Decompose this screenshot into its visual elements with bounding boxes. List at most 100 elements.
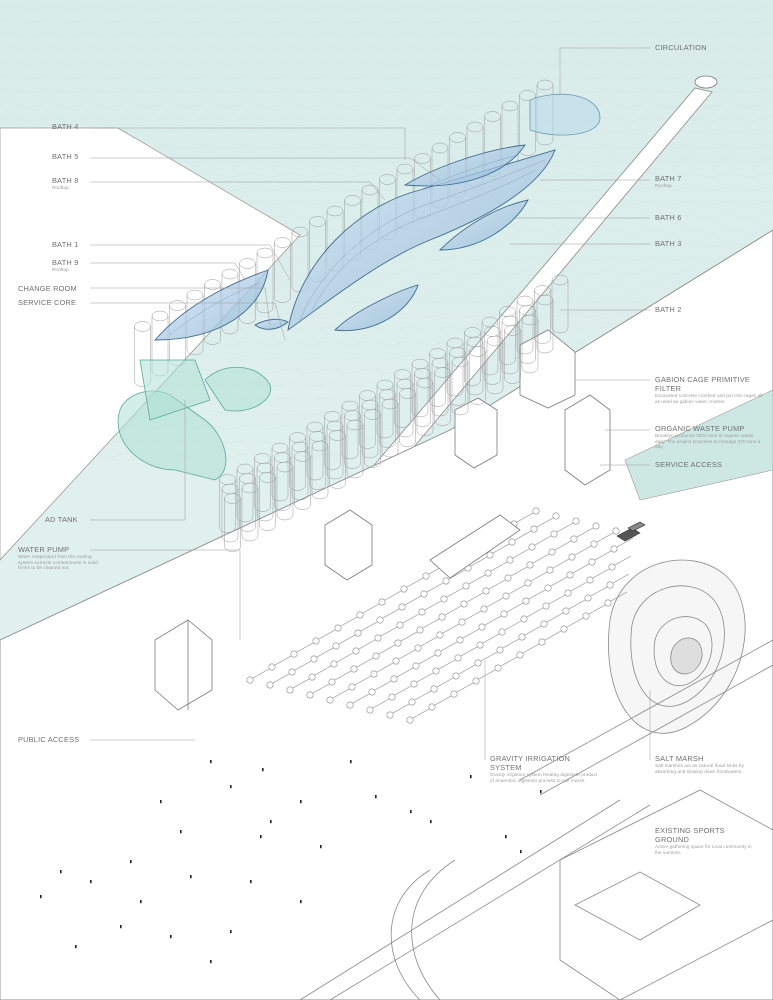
irrigation-link (338, 634, 356, 645)
person-dot (320, 845, 322, 849)
tank-bottom (311, 493, 329, 500)
irrigation-link (440, 641, 458, 652)
tank-bottom (521, 367, 539, 374)
irrigation-link (400, 631, 418, 642)
irrigation-link (568, 599, 586, 610)
irrigation-node (290, 650, 298, 658)
irrigation-node (456, 636, 464, 644)
tank-bottom (551, 327, 569, 334)
irrigation-link (546, 612, 564, 623)
irrigation-link (468, 574, 486, 585)
irrigation-node (452, 672, 460, 680)
tank-bottom (449, 400, 466, 406)
irrigation-link (336, 652, 354, 663)
irrigation-node (430, 685, 438, 693)
tank-bottom (501, 368, 519, 375)
irrigation-link (508, 584, 526, 595)
irrigation-link (394, 685, 412, 696)
irrigation-node (474, 659, 482, 667)
irrigation-node (388, 693, 396, 701)
person-dot (250, 880, 252, 884)
person-dot (540, 790, 542, 794)
people-dots (40, 760, 542, 964)
irrigation-link (534, 535, 552, 546)
person-dot (260, 835, 262, 839)
tank-bottom (306, 474, 324, 481)
irrigation-link (356, 657, 374, 668)
tank-bottom (364, 462, 381, 468)
irrigation-link (354, 675, 372, 686)
irrigation-node (484, 569, 492, 577)
label-bath-6: BATH 6 (655, 213, 682, 222)
irrigation-node (586, 576, 594, 584)
tank-bottom (499, 359, 516, 365)
circulation-node (694, 75, 718, 89)
tank-bottom (276, 514, 294, 521)
irrigation-link (362, 603, 380, 614)
tank-bottom (399, 441, 416, 447)
irrigation-link (420, 636, 438, 647)
irrigation-node (288, 668, 296, 676)
irrigation-link (384, 590, 402, 601)
irrigation-node (408, 698, 416, 706)
tank-bottom (289, 485, 306, 491)
tank-bottom (291, 494, 309, 501)
irrigation-link (392, 703, 410, 714)
irrigation-link (332, 688, 350, 699)
person-dot (350, 760, 352, 764)
irrigation-link (516, 512, 534, 523)
irrigation-node (546, 566, 554, 574)
label-bath-2: BATH 2 (655, 305, 682, 314)
irrigation-link (482, 633, 500, 644)
tank-bottom (464, 380, 481, 386)
sports-ground (299, 639, 773, 1000)
irrigation-link (514, 530, 532, 541)
irrigation-link (442, 623, 460, 634)
tank-bottom (431, 410, 449, 417)
irrigation-link (588, 604, 606, 615)
irrigation-node (496, 646, 504, 654)
irrigation-link (318, 629, 336, 640)
tank-bottom (516, 348, 534, 355)
irrigation-node (396, 621, 404, 629)
irrigation-node (530, 525, 538, 533)
irrigation-node (588, 558, 596, 566)
tank-bottom (394, 422, 411, 428)
irrigation-node (328, 678, 336, 686)
irrigation-link (416, 672, 434, 683)
irrigation-link (398, 649, 416, 660)
irrigation-link (544, 630, 562, 641)
irrigation-link (422, 618, 440, 629)
label-bath-7: BATH 7 Rooftop (655, 174, 682, 188)
irrigation-link (614, 555, 632, 566)
label-change-room: CHANGE ROOM (18, 284, 77, 293)
irrigation-link (570, 581, 588, 592)
irrigation-node (428, 703, 436, 711)
irrigation-node (582, 612, 590, 620)
irrigation-grid (246, 507, 634, 724)
tank-bottom (204, 339, 221, 345)
person-dot (180, 830, 182, 834)
irrigation-link (490, 561, 508, 572)
irrigation-node (354, 629, 362, 637)
irrigation-node (460, 600, 468, 608)
irrigation-link (616, 537, 634, 548)
person-dot (60, 870, 62, 874)
irrigation-node (286, 686, 294, 694)
tank-bottom (451, 409, 469, 416)
irrigation-node (308, 673, 316, 681)
label-existing-sports-ground: EXISTING SPORTS GROUND Active gathering … (655, 826, 752, 855)
person-dot (505, 835, 507, 839)
irrigation-node (564, 589, 572, 597)
irrigation-node (524, 579, 532, 587)
irrigation-link (436, 677, 454, 688)
irrigation-node (266, 681, 274, 689)
person-dot (140, 900, 142, 904)
irrigation-node (422, 572, 430, 580)
tank-bottom (466, 389, 484, 396)
tank-bottom (256, 307, 274, 314)
person-dot (120, 925, 122, 929)
irrigation-link (448, 569, 466, 580)
irrigation-link (456, 682, 474, 693)
irrigation-node (498, 628, 506, 636)
